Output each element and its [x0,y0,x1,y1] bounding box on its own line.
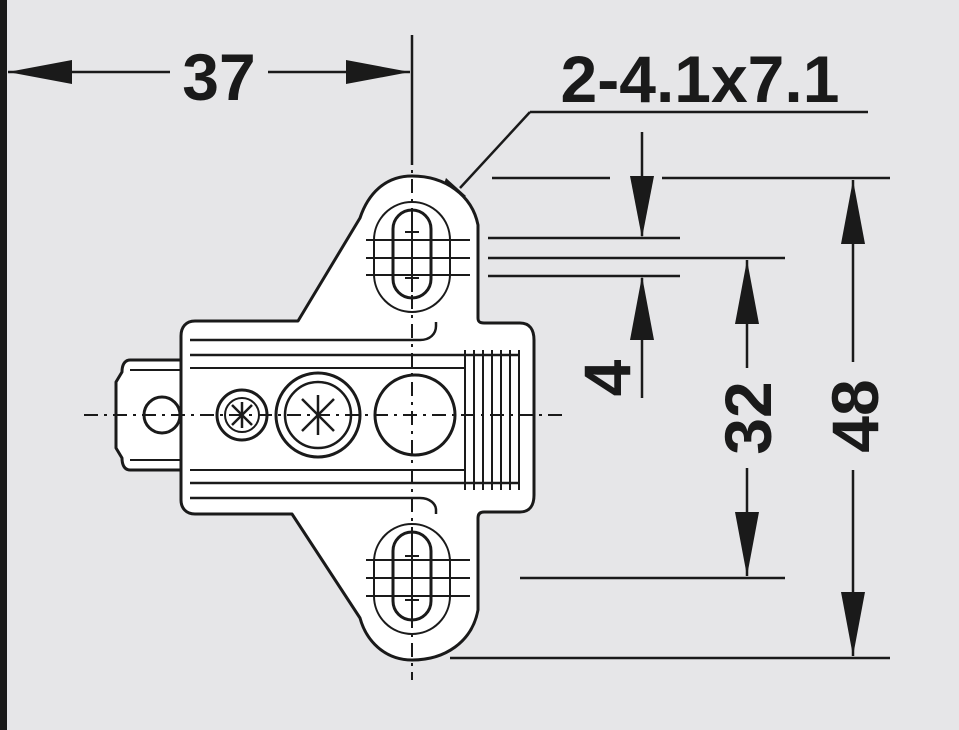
slot-spec-leader [432,110,868,218]
mounting-plate [114,174,536,662]
ribbed-area [464,350,520,490]
dimension-48 [841,180,865,656]
centerlines [84,150,565,680]
dimension-37-label: 37 [182,40,255,114]
slot-spec-label: 2-4.1x7.1 [561,42,840,116]
dimension-32 [735,260,759,576]
extension-lines [450,176,890,660]
dimension-37 [8,35,414,165]
top-slot [366,201,470,313]
dimension-32-label: 32 [711,381,785,454]
plate-inner-section [190,322,438,514]
dimension-48-label: 48 [818,379,892,452]
dimension-4-label: 4 [570,359,644,396]
left-edge-bar [0,0,7,730]
dimension-4 [630,132,654,398]
